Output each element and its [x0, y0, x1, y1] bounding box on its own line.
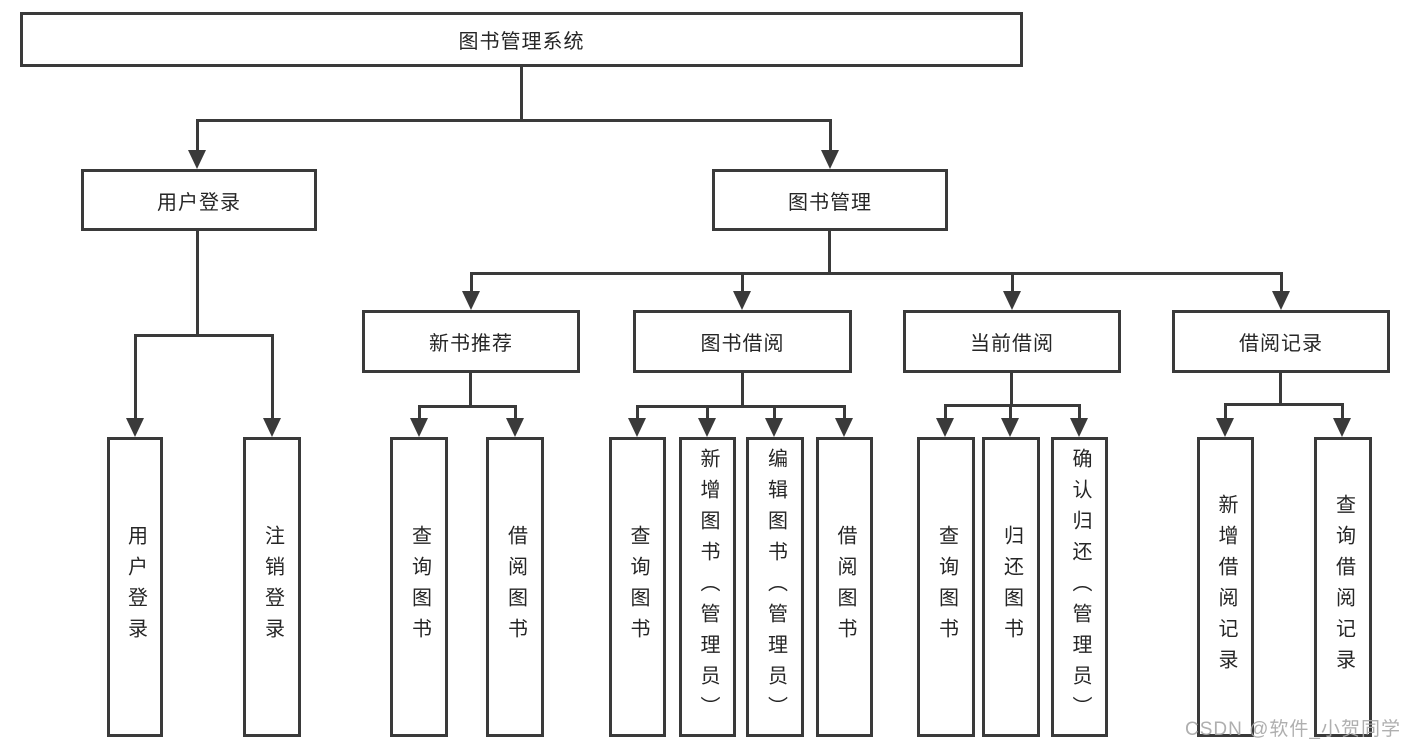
node-borrow-records-label: 借阅记录: [1239, 333, 1323, 355]
leaf-query-borrow-record: 查询借阅记录: [1314, 437, 1372, 737]
root-node-label: 图书管理系统: [458, 31, 585, 53]
connector-stem-query-record: [1341, 403, 1344, 420]
connector-stem-leaf-logout: [271, 334, 274, 420]
csdn-watermark: CSDN @软件_小贺同学: [1185, 719, 1401, 740]
connector-bookmgmt-rail: [470, 272, 1283, 275]
arrowhead-borrow1: [506, 418, 524, 437]
connector-root-stem: [520, 67, 523, 122]
leaf-add-borrow-record-label: 新增借阅记录: [1215, 494, 1237, 680]
arrowhead-book-management: [821, 150, 839, 169]
node-book-borrow: 图书借阅: [633, 310, 852, 373]
node-current-borrow: 当前借阅: [903, 310, 1121, 373]
connector-stem-user-login: [196, 119, 199, 152]
connector-bookmgmt-stem: [828, 231, 831, 275]
arrowhead-book-borrow: [733, 291, 751, 310]
leaf-borrow-books-2: 借阅图书: [816, 437, 873, 737]
root-node-library-system: 图书管理系统: [20, 12, 1023, 67]
connector-stem-query1: [418, 405, 421, 420]
arrowhead-borrow2: [835, 418, 853, 437]
connector-stem-leaf-user-login: [134, 334, 137, 420]
leaf-return-books-label: 归还图书: [1000, 525, 1023, 649]
arrowhead-leaf-logout: [263, 418, 281, 437]
connector-stem-book-borrow: [741, 272, 744, 293]
connector-stem-borrow-records: [1280, 272, 1283, 293]
connector-stem-query2: [636, 405, 639, 420]
leaf-add-borrow-record: 新增借阅记录: [1197, 437, 1254, 737]
leaf-user-login: 用户登录: [107, 437, 163, 737]
node-borrow-records: 借阅记录: [1172, 310, 1390, 373]
leaf-confirm-return-admin-label: 确认归还（管理员）: [1069, 447, 1091, 727]
leaf-borrow-books-1-label: 借阅图书: [504, 525, 527, 649]
connector-userlogin-stem: [196, 231, 199, 337]
connector-records-stem: [1279, 372, 1282, 406]
node-user-login: 用户登录: [81, 169, 317, 231]
connector-newbook-rail: [418, 405, 517, 408]
leaf-query-books-2: 查询图书: [609, 437, 666, 737]
arrowhead-leaf-user-login: [126, 418, 144, 437]
arrowhead-query2: [628, 418, 646, 437]
connector-currentborrow-stem: [1010, 372, 1013, 407]
connector-userlogin-rail: [134, 334, 274, 337]
leaf-add-books-admin-label: 新增图书（管理员）: [697, 447, 719, 727]
leaf-query-borrow-record-label: 查询借阅记录: [1332, 494, 1355, 680]
node-user-login-label: 用户登录: [157, 191, 241, 214]
leaf-logout: 注销登录: [243, 437, 301, 737]
leaf-edit-books-admin: 编辑图书（管理员）: [746, 437, 804, 737]
leaf-return-books: 归还图书: [982, 437, 1040, 737]
connector-currentborrow-rail: [944, 404, 1081, 407]
arrowhead-user-login: [188, 150, 206, 169]
node-book-management: 图书管理: [712, 169, 948, 231]
connector-stem-new-book: [470, 272, 473, 293]
leaf-query-books-3: 查询图书: [917, 437, 975, 737]
connector-bookborrow-stem: [741, 372, 744, 408]
arrowhead-add-record: [1216, 418, 1234, 437]
node-book-management-label: 图书管理: [788, 191, 872, 214]
connector-stem-book-management: [829, 119, 832, 152]
arrowhead-new-book: [462, 291, 480, 310]
connector-root-rail: [196, 119, 832, 122]
connector-stem-add-books: [706, 405, 709, 420]
connector-stem-borrow2: [843, 405, 846, 420]
connector-records-rail: [1224, 403, 1344, 406]
leaf-query-books-1: 查询图书: [390, 437, 448, 737]
leaf-borrow-books-2-label: 借阅图书: [834, 525, 856, 649]
connector-stem-current-borrow: [1011, 272, 1014, 293]
connector-stem-edit-books: [773, 405, 776, 420]
connector-stem-borrow1: [514, 405, 517, 420]
leaf-query-books-1-label: 查询图书: [408, 525, 431, 649]
connector-stem-confirm-return: [1078, 404, 1081, 420]
node-current-borrow-label: 当前借阅: [970, 333, 1054, 355]
arrowhead-borrow-records: [1272, 291, 1290, 310]
node-new-book-recommend: 新书推荐: [362, 310, 580, 373]
arrowhead-query-record: [1333, 418, 1351, 437]
arrowhead-current-borrow: [1003, 291, 1021, 310]
arrowhead-add-books: [698, 418, 716, 437]
leaf-query-books-3-label: 查询图书: [935, 525, 958, 649]
leaf-add-books-admin: 新增图书（管理员）: [679, 437, 736, 737]
node-new-book-recommend-label: 新书推荐: [429, 333, 513, 355]
arrowhead-edit-books: [765, 418, 783, 437]
leaf-user-login-label: 用户登录: [124, 525, 147, 649]
connector-stem-query3: [944, 404, 947, 420]
arrowhead-query3: [936, 418, 954, 437]
connector-stem-add-record: [1224, 403, 1227, 420]
leaf-logout-label: 注销登录: [261, 525, 284, 649]
arrowhead-confirm-return: [1070, 418, 1088, 437]
connector-stem-return-books: [1009, 404, 1012, 420]
connector-newbook-stem: [469, 372, 472, 408]
leaf-edit-books-admin-label: 编辑图书（管理员）: [764, 447, 787, 727]
arrowhead-return-books: [1001, 418, 1019, 437]
leaf-confirm-return-admin: 确认归还（管理员）: [1051, 437, 1108, 737]
connector-bookborrow-rail: [636, 405, 846, 408]
leaf-borrow-books-1: 借阅图书: [486, 437, 544, 737]
node-book-borrow-label: 图书借阅: [700, 333, 785, 355]
arrowhead-query1: [410, 418, 428, 437]
leaf-query-books-2-label: 查询图书: [627, 525, 649, 649]
